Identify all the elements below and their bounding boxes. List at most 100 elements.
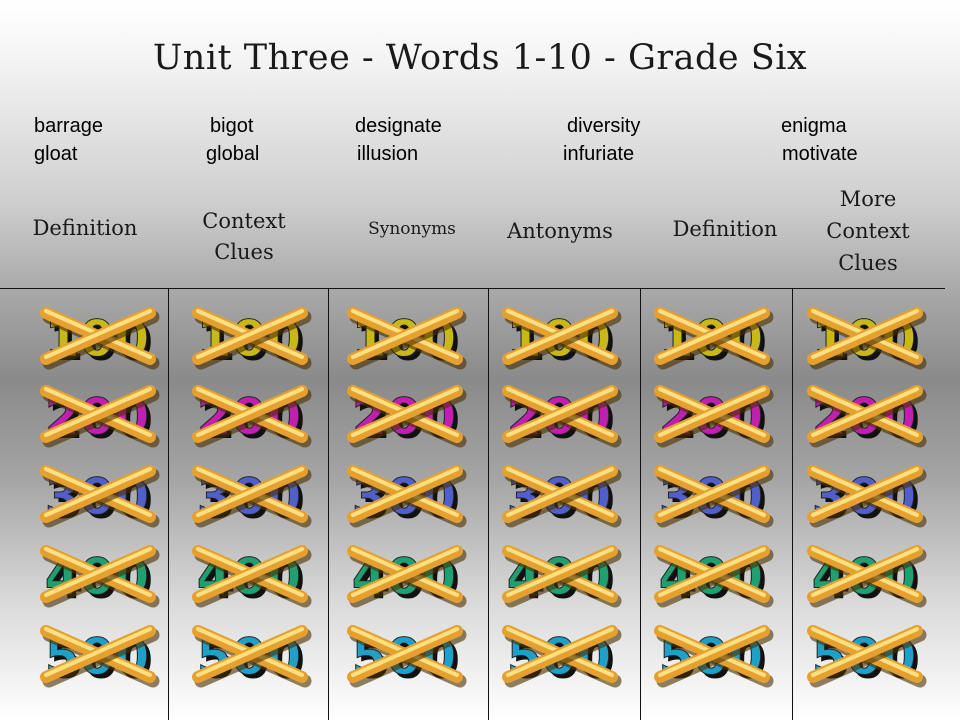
category-synonyms: Synonyms bbox=[368, 219, 456, 239]
tile-c2-400[interactable]: 400400 bbox=[190, 543, 312, 610]
tile-c6-500[interactable]: 500500 bbox=[805, 623, 927, 690]
crossed-out-value-icon: 300300 bbox=[807, 465, 927, 530]
tile-c6-200[interactable]: 200200 bbox=[805, 383, 927, 450]
tile-c4-500[interactable]: 500500 bbox=[500, 623, 622, 690]
crossed-out-value-icon: 500500 bbox=[502, 625, 622, 690]
crossed-out-value-icon: 400400 bbox=[40, 545, 160, 610]
x-mark-highlight bbox=[811, 309, 919, 359]
crossed-out-value-icon: 400400 bbox=[502, 545, 622, 610]
x-mark-highlight bbox=[506, 309, 614, 359]
tile-c2-500[interactable]: 500500 bbox=[190, 623, 312, 690]
x-mark-highlight bbox=[351, 309, 459, 359]
x-mark-highlight bbox=[351, 387, 459, 437]
crossed-out-value-icon: 100100 bbox=[654, 307, 774, 372]
x-mark-highlight bbox=[44, 309, 152, 359]
crossed-out-value-icon: 200200 bbox=[40, 385, 160, 450]
x-mark-highlight bbox=[658, 309, 766, 359]
x-mark-highlight bbox=[658, 467, 766, 517]
x-mark-highlight bbox=[506, 387, 614, 437]
tile-c5-300[interactable]: 300300 bbox=[652, 463, 774, 530]
tile-c2-200[interactable]: 200200 bbox=[190, 383, 312, 450]
word-designate: designate bbox=[355, 115, 442, 137]
tile-c5-400[interactable]: 400400 bbox=[652, 543, 774, 610]
crossed-out-value-icon: 400400 bbox=[807, 545, 927, 610]
x-mark-highlight bbox=[811, 627, 919, 677]
x-mark-highlight bbox=[811, 387, 919, 437]
crossed-out-value-icon: 400400 bbox=[347, 545, 467, 610]
crossed-out-value-icon: 400400 bbox=[654, 545, 774, 610]
crossed-out-value-icon: 300300 bbox=[502, 465, 622, 530]
x-mark-highlight bbox=[506, 547, 614, 597]
crossed-out-value-icon: 200200 bbox=[654, 385, 774, 450]
column-divider-3 bbox=[488, 289, 489, 720]
x-mark-highlight bbox=[196, 627, 304, 677]
tile-c4-400[interactable]: 400400 bbox=[500, 543, 622, 610]
tile-c1-200[interactable]: 200200 bbox=[38, 383, 160, 450]
column-divider-5 bbox=[792, 289, 793, 720]
tile-c4-200[interactable]: 200200 bbox=[500, 383, 622, 450]
tile-c4-300[interactable]: 300300 bbox=[500, 463, 622, 530]
page-title: Unit Three - Words 1-10 - Grade Six bbox=[152, 38, 808, 78]
x-mark-highlight bbox=[44, 627, 152, 677]
tile-c1-300[interactable]: 300300 bbox=[38, 463, 160, 530]
tile-c5-100[interactable]: 100100 bbox=[652, 305, 774, 372]
tile-c1-100[interactable]: 100100 bbox=[38, 305, 160, 372]
tile-c3-500[interactable]: 500500 bbox=[345, 623, 467, 690]
x-mark-highlight bbox=[196, 309, 304, 359]
crossed-out-value-icon: 400400 bbox=[192, 545, 312, 610]
tile-c3-300[interactable]: 300300 bbox=[345, 463, 467, 530]
x-mark-highlight bbox=[506, 627, 614, 677]
crossed-out-value-icon: 100100 bbox=[40, 307, 160, 372]
tile-c6-100[interactable]: 100100 bbox=[805, 305, 927, 372]
crossed-out-value-icon: 300300 bbox=[654, 465, 774, 530]
tile-c6-300[interactable]: 300300 bbox=[805, 463, 927, 530]
word-enigma: enigma bbox=[781, 115, 847, 137]
x-mark-highlight bbox=[658, 627, 766, 677]
tile-c3-100[interactable]: 100100 bbox=[345, 305, 467, 372]
x-mark-highlight bbox=[506, 467, 614, 517]
x-mark-highlight bbox=[351, 467, 459, 517]
word-bigot: bigot bbox=[210, 115, 254, 137]
column-divider-4 bbox=[640, 289, 641, 720]
category-definition-1: Definition bbox=[32, 216, 138, 240]
x-mark-highlight bbox=[44, 387, 152, 437]
crossed-out-value-icon: 100100 bbox=[807, 307, 927, 372]
crossed-out-value-icon: 200200 bbox=[807, 385, 927, 450]
crossed-out-value-icon: 500500 bbox=[654, 625, 774, 690]
crossed-out-value-icon: 500500 bbox=[40, 625, 160, 690]
tile-c1-500[interactable]: 500500 bbox=[38, 623, 160, 690]
tile-c3-200[interactable]: 200200 bbox=[345, 383, 467, 450]
crossed-out-value-icon: 300300 bbox=[40, 465, 160, 530]
crossed-out-value-icon: 300300 bbox=[192, 465, 312, 530]
word-gloat: gloat bbox=[34, 143, 78, 165]
x-mark-highlight bbox=[811, 467, 919, 517]
crossed-out-value-icon: 100100 bbox=[192, 307, 312, 372]
x-mark-highlight bbox=[196, 387, 304, 437]
tile-c2-300[interactable]: 300300 bbox=[190, 463, 312, 530]
word-motivate: motivate bbox=[782, 143, 858, 165]
category-antonyms: Antonyms bbox=[507, 219, 613, 243]
x-mark-highlight bbox=[658, 387, 766, 437]
word-infuriate: infuriate bbox=[563, 143, 635, 165]
tile-c2-100[interactable]: 100100 bbox=[190, 305, 312, 372]
tile-c6-400[interactable]: 400400 bbox=[805, 543, 927, 610]
crossed-out-value-icon: 100100 bbox=[347, 307, 467, 372]
tile-c3-400[interactable]: 400400 bbox=[345, 543, 467, 610]
category-definition-2: Definition bbox=[672, 217, 778, 241]
word-barrage: barrage bbox=[34, 115, 103, 137]
x-mark-highlight bbox=[658, 547, 766, 597]
tile-c5-200[interactable]: 200200 bbox=[652, 383, 774, 450]
crossed-out-value-icon: 500500 bbox=[192, 625, 312, 690]
tile-c1-400[interactable]: 400400 bbox=[38, 543, 160, 610]
crossed-out-value-icon: 200200 bbox=[502, 385, 622, 450]
word-diversity: diversity bbox=[567, 115, 641, 137]
tile-c5-500[interactable]: 500500 bbox=[652, 623, 774, 690]
crossed-out-value-icon: 300300 bbox=[347, 465, 467, 530]
crossed-out-value-icon: 500500 bbox=[807, 625, 927, 690]
x-mark-highlight bbox=[196, 547, 304, 597]
x-mark-highlight bbox=[196, 467, 304, 517]
crossed-out-value-icon: 200200 bbox=[347, 385, 467, 450]
x-mark-highlight bbox=[351, 627, 459, 677]
tile-c4-100[interactable]: 100100 bbox=[500, 305, 622, 372]
category-context-clues: Context Clues bbox=[202, 209, 286, 264]
